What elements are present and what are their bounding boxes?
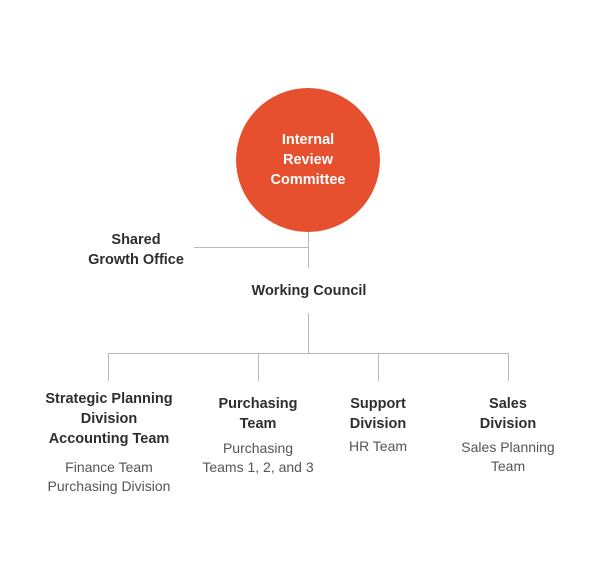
node-division-purchasing-title: Purchasing Team — [218, 396, 298, 432]
connector-drop-division-3 — [378, 353, 379, 381]
node-division-support-teams: HR Team — [348, 438, 408, 454]
connector-drop-division-2 — [258, 353, 259, 381]
node-working-council: Working Council — [251, 283, 367, 299]
connector-root-to-council — [308, 232, 309, 268]
node-division-strategic-planning-title: Strategic Planning Division Accounting T… — [45, 391, 173, 447]
node-division-support-title: Support Division — [349, 396, 407, 432]
node-shared-growth-office: Shared Growth Office — [88, 232, 184, 268]
root-node-internal-review-committee: Internal Review Committee — [236, 88, 380, 232]
node-division-sales-teams: Sales Planning Team — [461, 439, 555, 474]
connector-side-office — [194, 247, 309, 248]
node-division-strategic-planning-teams: Finance Team Purchasing Division — [47, 459, 171, 494]
connector-council-to-bus — [308, 313, 309, 353]
connector-drop-division-1 — [108, 353, 109, 381]
node-division-sales-title: Sales Division — [479, 396, 537, 432]
connector-drop-division-4 — [508, 353, 509, 381]
root-node-label: Internal Review Committee — [270, 132, 346, 188]
node-division-purchasing-teams: Purchasing Teams 1, 2, and 3 — [202, 440, 314, 475]
connector-horizontal-bus — [108, 353, 509, 354]
